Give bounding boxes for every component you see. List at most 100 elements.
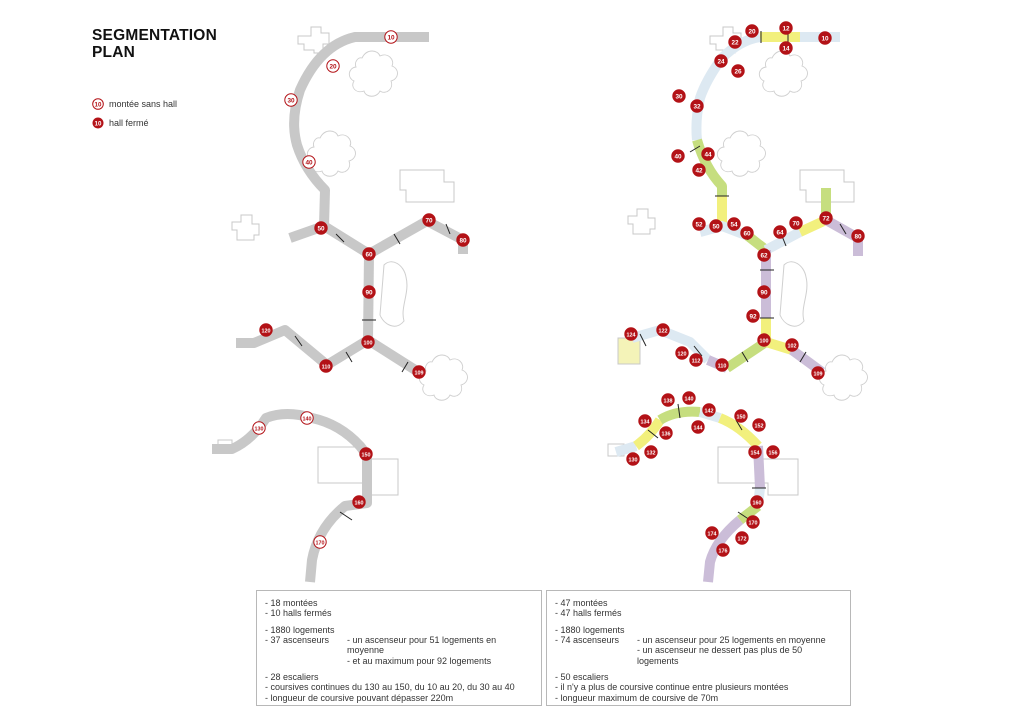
info-longueur: - longueur de coursive pouvant dépasser … <box>265 692 454 703</box>
svg-text:60: 60 <box>365 251 373 258</box>
title-line-2: PLAN <box>92 44 135 61</box>
svg-text:20: 20 <box>329 63 337 70</box>
svg-text:30: 30 <box>675 93 683 100</box>
info-montees: - 47 montées <box>555 598 608 608</box>
right-marker-154: 154 <box>748 445 762 459</box>
right-marker-136: 136 <box>659 426 673 440</box>
svg-text:152: 152 <box>755 423 764 429</box>
left-marker-40: 40 <box>302 155 316 169</box>
svg-text:140: 140 <box>303 416 312 422</box>
right-marker-160: 160 <box>750 495 764 509</box>
svg-text:150: 150 <box>362 452 371 458</box>
svg-text:112: 112 <box>692 358 701 364</box>
right-marker-124: 124 <box>624 327 638 341</box>
right-marker-138: 138 <box>661 393 675 407</box>
info-asc-note-1: - un ascenseur pour 51 logements en moye… <box>347 635 497 656</box>
right-marker-80: 80 <box>851 229 865 243</box>
svg-text:130: 130 <box>629 457 638 463</box>
svg-text:40: 40 <box>305 159 313 166</box>
svg-text:100: 100 <box>760 338 769 344</box>
svg-text:32: 32 <box>693 103 701 110</box>
svg-text:154: 154 <box>751 450 760 456</box>
right-marker-140: 140 <box>682 391 696 405</box>
right-marker-130: 130 <box>626 452 640 466</box>
left-plan-markers: 1020304050607080901001101201091301401501… <box>252 30 470 549</box>
svg-text:10: 10 <box>95 101 102 108</box>
left-marker-90: 90 <box>362 285 376 299</box>
info-asc-note-2: - un ascenseur ne dessert pas plus de 50… <box>637 645 803 666</box>
left-plan-footprints <box>217 26 468 496</box>
right-marker-174: 174 <box>705 526 719 540</box>
right-info-box: - 47 montées - 47 halls fermés - 1880 lo… <box>546 590 851 706</box>
svg-text:70: 70 <box>425 217 433 224</box>
right-marker-90: 90 <box>757 285 771 299</box>
right-marker-72: 72 <box>819 211 833 225</box>
filled-marker-icon: 10 <box>92 117 104 129</box>
svg-text:109: 109 <box>814 371 823 377</box>
right-marker-24: 24 <box>714 54 728 68</box>
svg-text:124: 124 <box>627 332 636 338</box>
left-marker-60: 60 <box>362 247 376 261</box>
right-marker-112: 112 <box>689 353 703 367</box>
left-info-box: - 18 montées - 10 halls fermés - 1880 lo… <box>256 590 542 706</box>
svg-text:100: 100 <box>364 340 373 346</box>
svg-text:26: 26 <box>734 68 742 75</box>
left-marker-130: 130 <box>252 421 266 435</box>
left-marker-20: 20 <box>326 59 340 73</box>
svg-text:80: 80 <box>459 237 467 244</box>
svg-text:60: 60 <box>743 230 751 237</box>
right-marker-52: 52 <box>692 217 706 231</box>
svg-text:92: 92 <box>749 313 757 320</box>
svg-text:24: 24 <box>717 58 725 65</box>
svg-text:10: 10 <box>387 34 395 41</box>
svg-text:109: 109 <box>415 370 424 376</box>
info-escaliers: - 50 escaliers <box>555 672 609 683</box>
right-marker-64: 64 <box>773 225 787 239</box>
svg-text:140: 140 <box>685 396 694 402</box>
right-marker-22: 22 <box>728 35 742 49</box>
info-coursives: - coursives continues du 130 au 150, du … <box>265 682 515 693</box>
right-marker-172: 172 <box>735 531 749 545</box>
right-marker-12: 12 <box>779 21 793 35</box>
title-line-1: SEGMENTATION <box>92 27 217 44</box>
right-marker-120: 120 <box>675 346 689 360</box>
right-marker-110: 110 <box>715 358 729 372</box>
right-marker-150: 150 <box>734 409 748 423</box>
left-marker-30: 30 <box>284 93 298 107</box>
right-marker-20: 20 <box>745 24 759 38</box>
right-marker-32: 32 <box>690 99 704 113</box>
right-marker-156: 156 <box>766 445 780 459</box>
svg-text:120: 120 <box>678 351 687 357</box>
right-marker-42: 42 <box>692 163 706 177</box>
svg-text:120: 120 <box>262 328 271 334</box>
left-marker-140: 140 <box>300 411 314 425</box>
svg-text:30: 30 <box>287 97 295 104</box>
svg-text:90: 90 <box>760 289 768 296</box>
info-ascenseurs: - 37 ascenseurs <box>265 635 330 646</box>
right-marker-14: 14 <box>779 41 793 55</box>
svg-text:50: 50 <box>712 223 720 230</box>
legend-label-outline: montée sans hall <box>109 99 178 109</box>
info-ascenseurs: - 74 ascenseurs <box>555 635 620 646</box>
right-marker-26: 26 <box>731 64 745 78</box>
svg-text:64: 64 <box>776 229 784 236</box>
left-plan-cuts <box>294 223 451 521</box>
legend-label-filled: hall fermé <box>109 118 149 128</box>
info-escaliers: - 28 escaliers <box>265 672 319 683</box>
info-halls: - 47 halls fermés <box>555 608 622 619</box>
left-marker-150: 150 <box>359 447 373 461</box>
legend-item-outline: 10 montée sans hall <box>92 98 177 110</box>
left-marker-109: 109 <box>412 365 426 379</box>
svg-text:62: 62 <box>760 252 768 259</box>
right-marker-142: 142 <box>702 403 716 417</box>
info-asc-note-1: - un ascenseur pour 25 logements en moye… <box>637 635 826 646</box>
svg-text:42: 42 <box>695 167 703 174</box>
info-coursives: - il n'y a plus de coursive continue ent… <box>555 682 789 693</box>
left-plan-corridors <box>212 32 468 583</box>
info-logements: - 1880 logements <box>555 624 625 635</box>
right-marker-170: 170 <box>746 515 760 529</box>
right-marker-176: 176 <box>716 543 730 557</box>
svg-text:122: 122 <box>659 328 668 334</box>
